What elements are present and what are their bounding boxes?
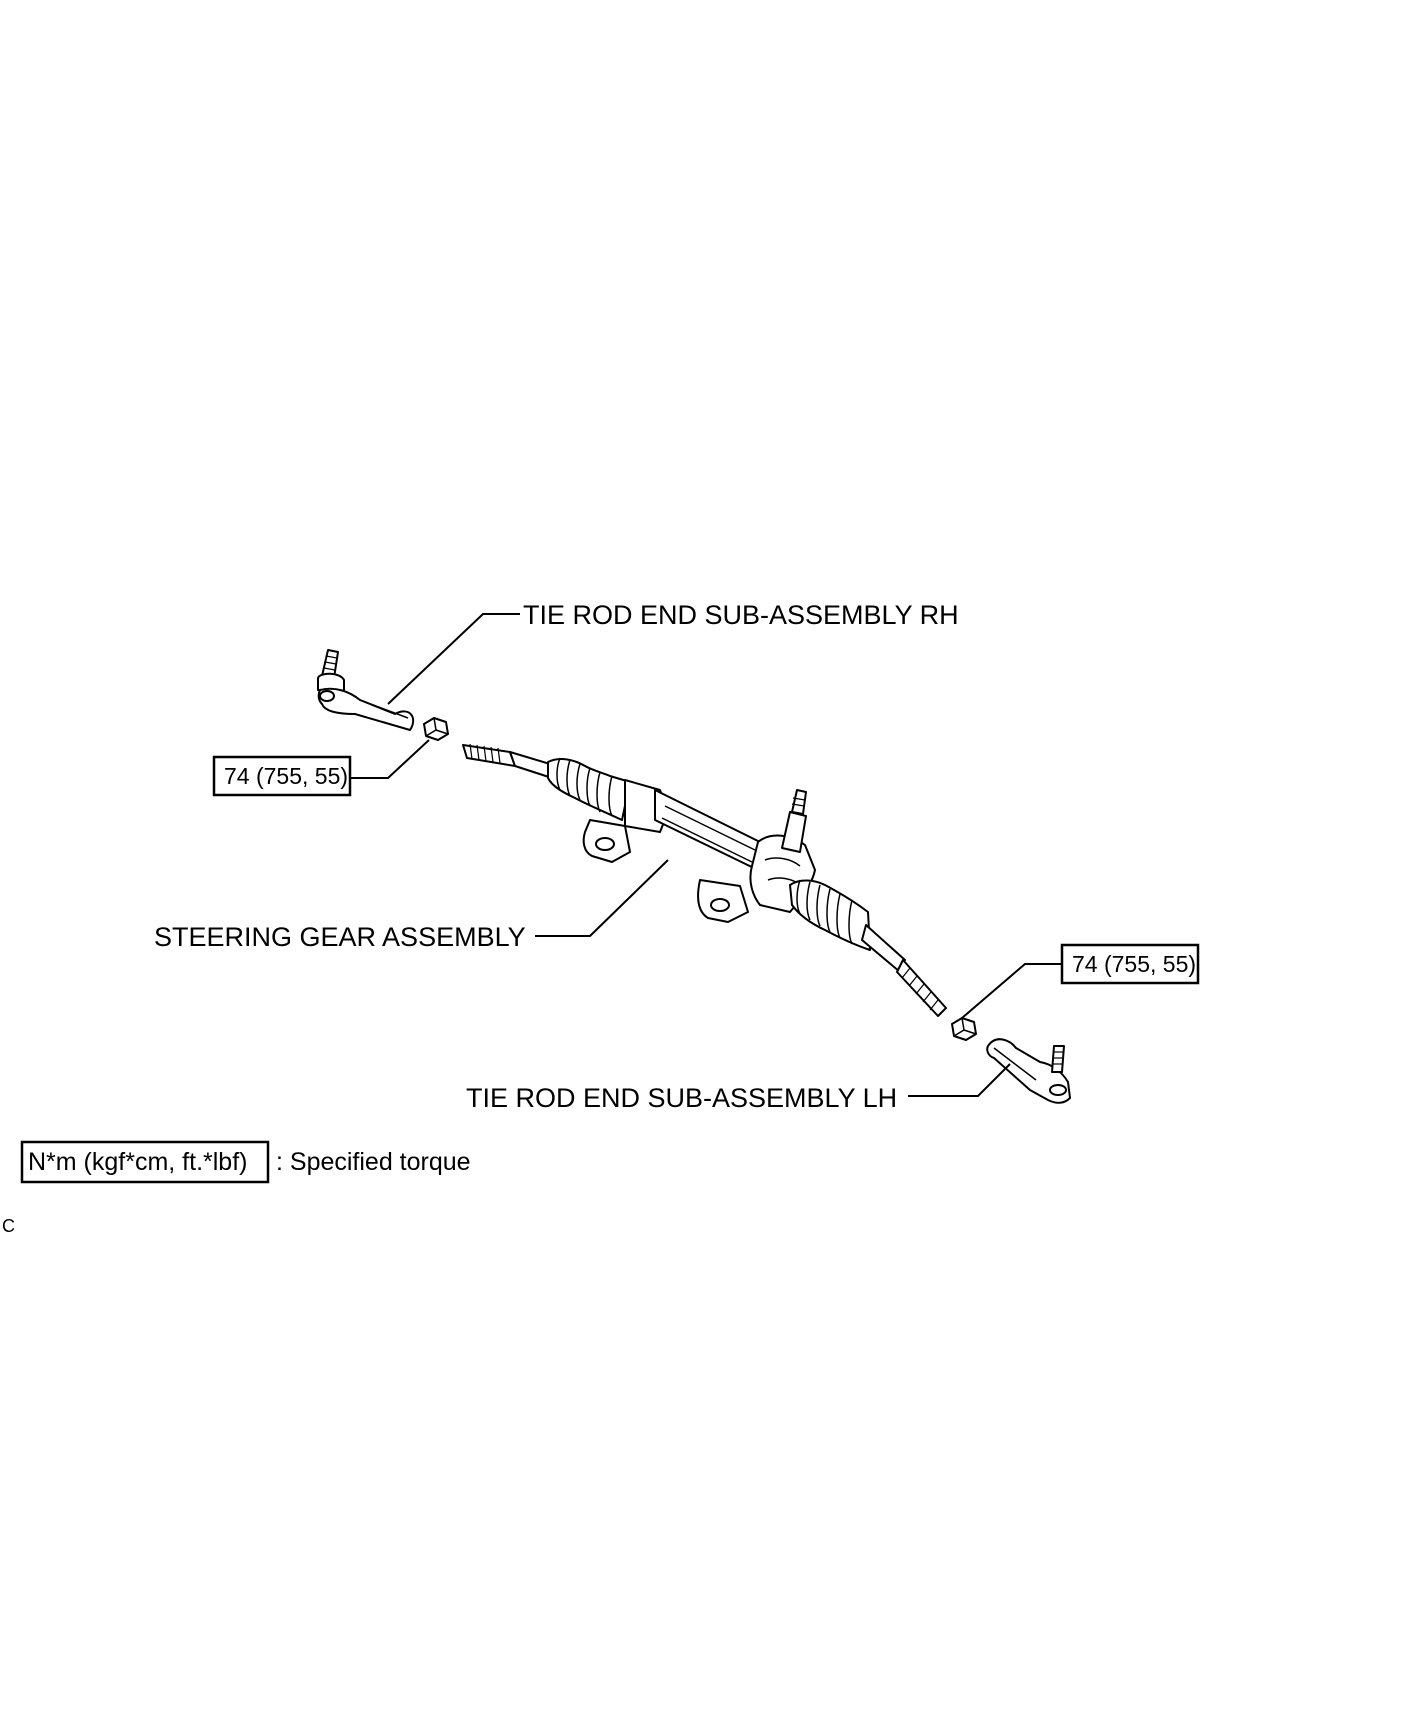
tie-rod-end-rh — [317, 649, 415, 731]
torque-legend: N*m (kgf*cm, ft.*lbf) : Specified torque — [20, 1140, 471, 1184]
leader-torque-rh — [350, 739, 430, 779]
torque-value-lh: 74 (755, 55) — [1072, 951, 1196, 977]
leader-tie-rod-rh — [387, 613, 520, 705]
steering-gear-assembly — [462, 743, 947, 1017]
leader-tie-rod-lh — [908, 1063, 1011, 1097]
legend-description: : Specified torque — [276, 1148, 471, 1176]
nut-rh — [423, 717, 449, 741]
torque-box-lh: 74 (755, 55) — [1060, 943, 1200, 985]
label-tie-rod-end-lh: TIE ROD END SUB-ASSEMBLY LH — [466, 1083, 897, 1113]
legend-unit: N*m (kgf*cm, ft.*lbf) — [28, 1148, 247, 1176]
leader-torque-lh — [961, 963, 1062, 1019]
figure-code: C — [2, 1216, 15, 1236]
label-tie-rod-end-rh: TIE ROD END SUB-ASSEMBLY RH — [523, 600, 959, 630]
leader-steering-gear — [535, 859, 669, 937]
tie-rod-end-lh — [986, 1038, 1071, 1104]
nut-lh — [951, 1017, 977, 1041]
torque-box-rh: 74 (755, 55) — [212, 755, 352, 797]
torque-value-rh: 74 (755, 55) — [224, 763, 348, 789]
label-steering-gear-assembly: STEERING GEAR ASSEMBLY — [154, 922, 526, 952]
